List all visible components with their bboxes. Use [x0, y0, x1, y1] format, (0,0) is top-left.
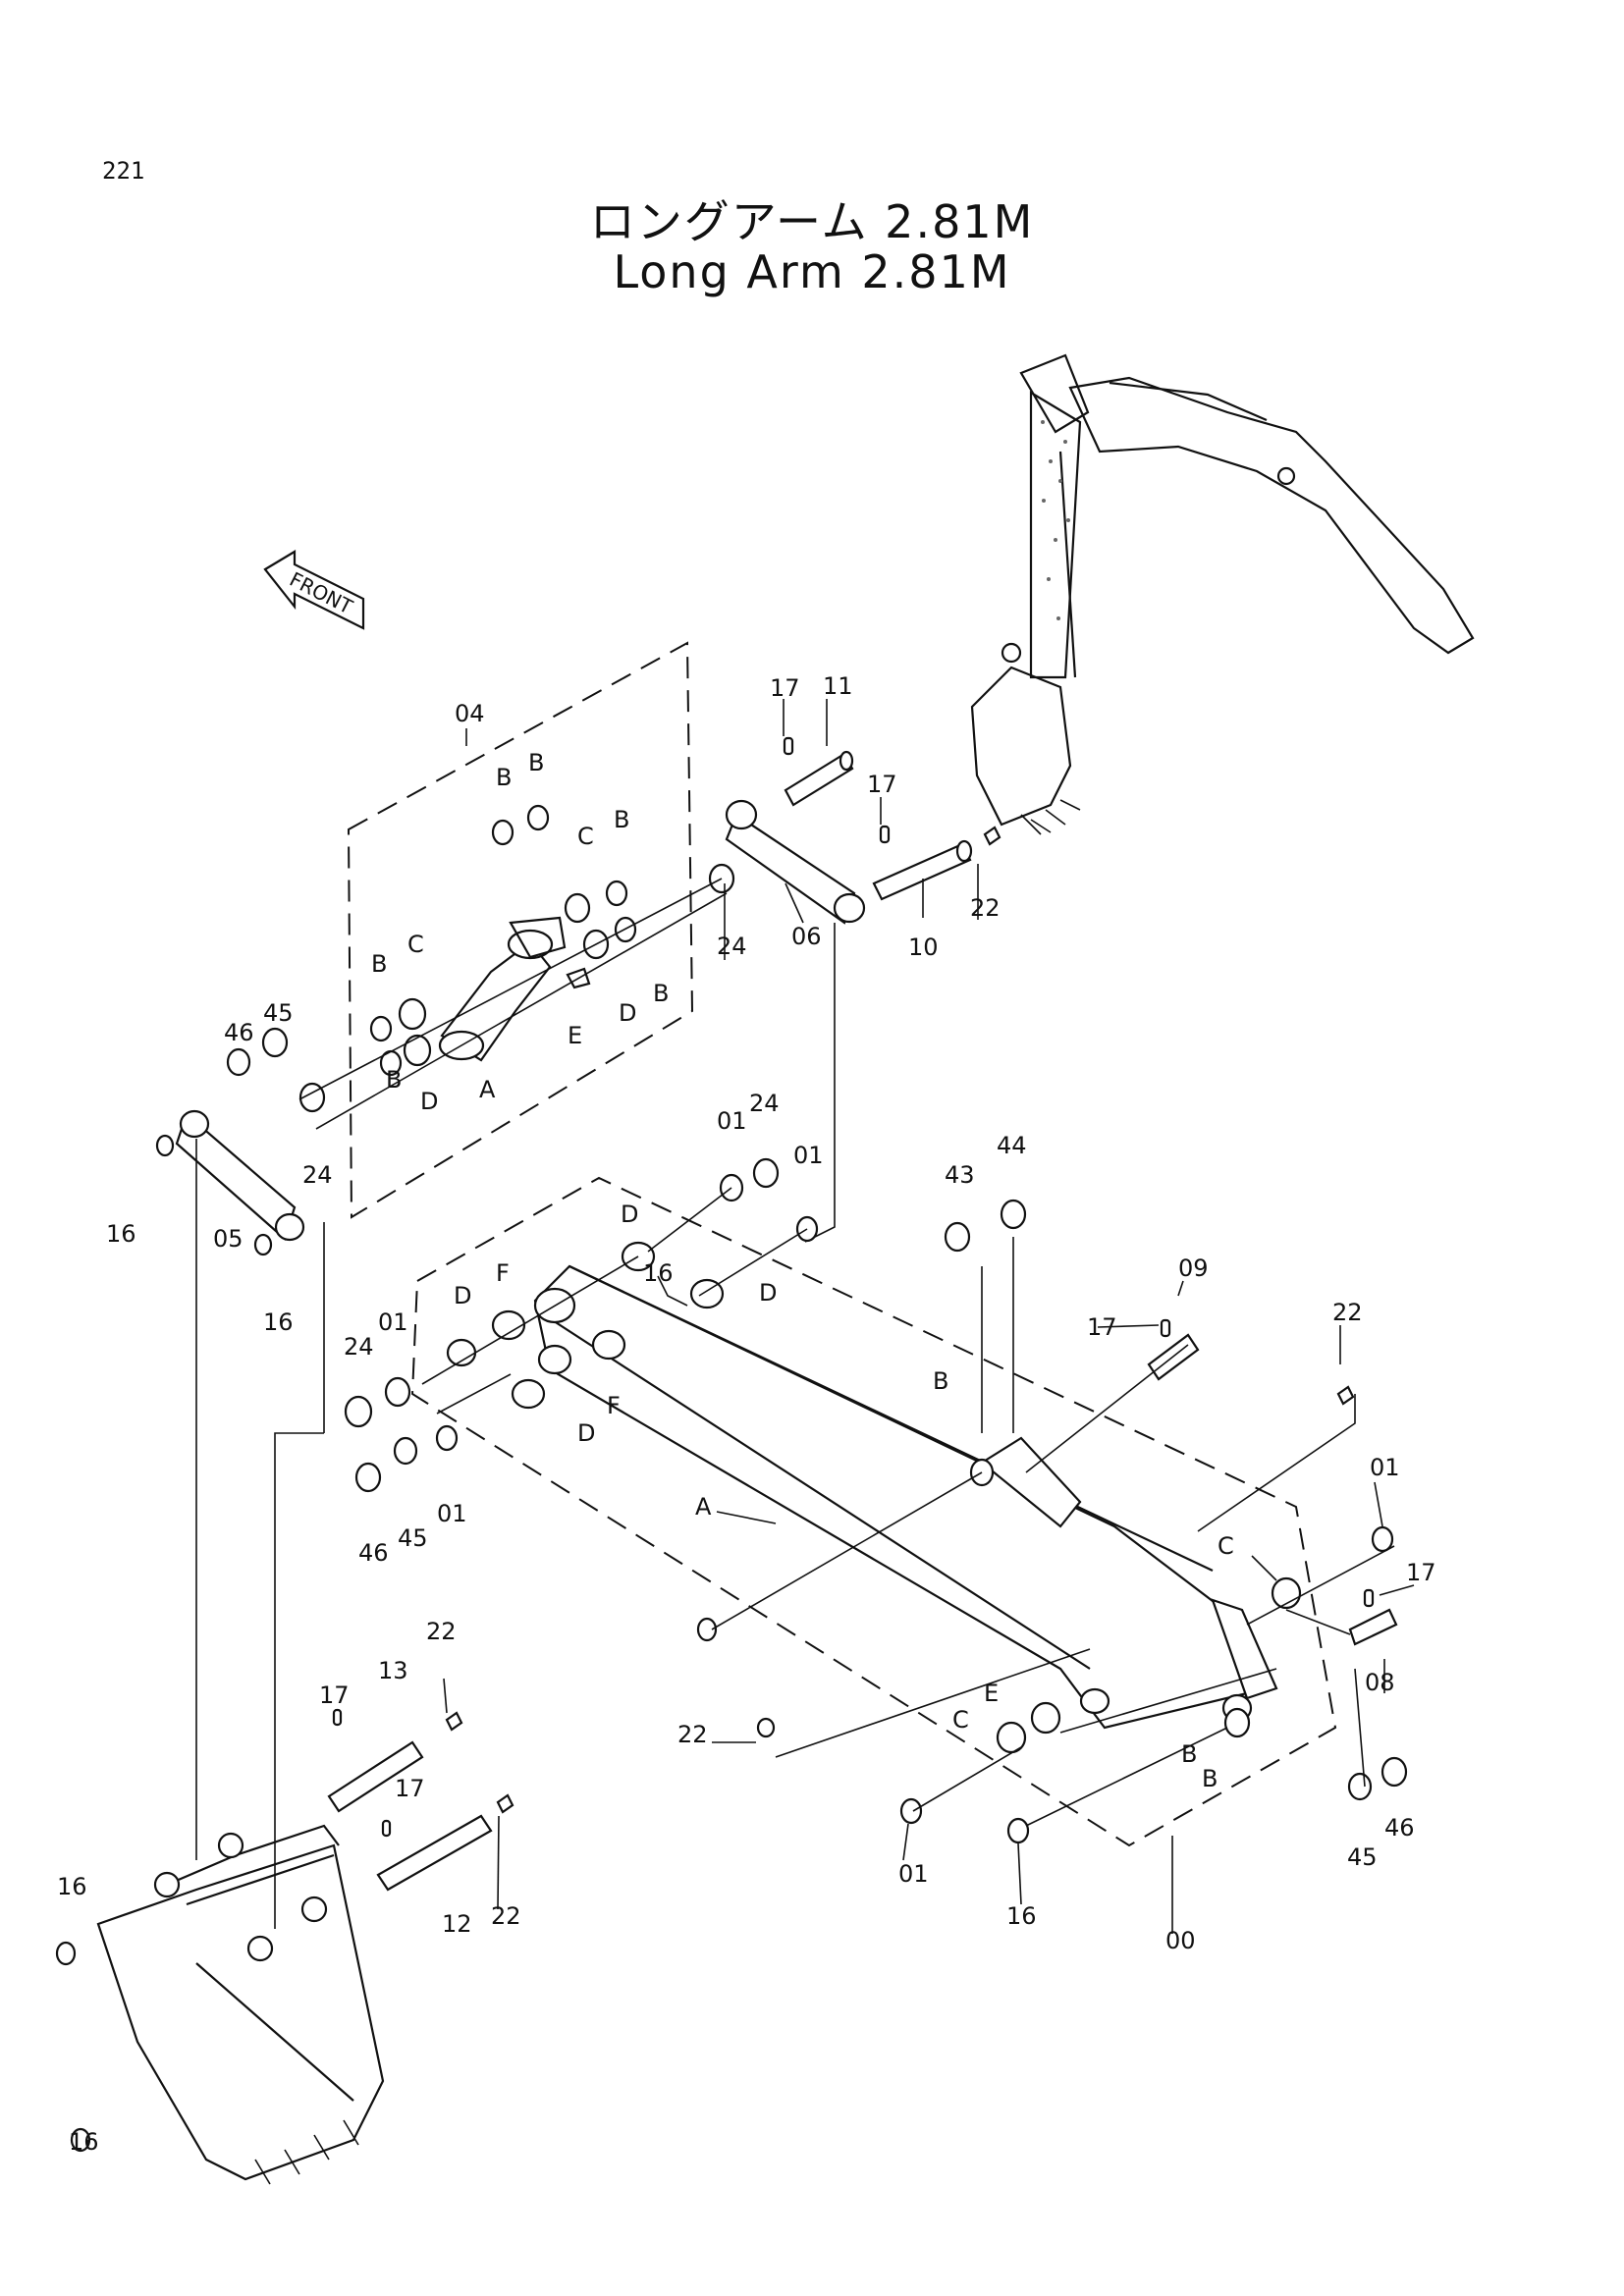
label-D: D [619, 999, 636, 1027]
label-16: 16 [263, 1308, 294, 1336]
title-japanese: ロングアーム 2.81M [589, 195, 1035, 248]
group-box-04 [347, 641, 694, 1219]
label-16: 16 [1006, 1902, 1037, 1930]
label-F: F [607, 1392, 621, 1419]
label-B: B [386, 1066, 402, 1094]
label-B: B [496, 764, 512, 791]
label-22: 22 [426, 1618, 457, 1645]
label-C: C [952, 1706, 969, 1734]
label-C: C [577, 823, 594, 850]
side-link-06 [725, 799, 866, 925]
label-46: 46 [358, 1539, 389, 1567]
label-01: 01 [437, 1500, 467, 1527]
label-12: 12 [442, 1910, 472, 1938]
label-22: 22 [677, 1721, 708, 1748]
front-arrow-icon: FRONT [263, 550, 365, 630]
group-box-00 [410, 1176, 1337, 1847]
label-D: D [621, 1201, 638, 1228]
label-11: 11 [823, 672, 853, 700]
label-01: 01 [378, 1308, 408, 1336]
front-label: FRONT [286, 567, 356, 619]
label-22: 22 [1332, 1299, 1363, 1326]
label-13: 13 [378, 1657, 408, 1684]
label-B: B [1202, 1765, 1218, 1792]
label-04: 04 [455, 700, 485, 727]
label-08: 08 [1365, 1669, 1395, 1696]
label-01: 01 [793, 1142, 824, 1169]
label-D: D [454, 1282, 471, 1309]
label-43: 43 [945, 1161, 975, 1189]
label-16: 16 [106, 1220, 136, 1248]
label-B: B [933, 1367, 948, 1395]
pin-10 [872, 839, 973, 901]
label-17: 17 [770, 674, 800, 702]
label-16: 16 [57, 1873, 87, 1900]
label-45: 45 [398, 1524, 428, 1552]
label-45: 45 [1347, 1843, 1378, 1871]
label-05: 05 [213, 1225, 244, 1253]
label-E: E [984, 1680, 999, 1707]
label-22: 22 [970, 894, 1001, 922]
label-D: D [420, 1088, 438, 1115]
small-parts [55, 736, 1408, 2153]
label-D: D [759, 1279, 777, 1307]
label-B: B [614, 806, 629, 833]
label-F: F [496, 1259, 510, 1287]
label-44: 44 [997, 1132, 1027, 1159]
label-24: 24 [344, 1333, 374, 1361]
label-06: 06 [791, 923, 822, 950]
label-B: B [653, 980, 669, 1007]
label-16: 16 [69, 2128, 99, 2156]
pin-11 [784, 750, 854, 807]
label-C: C [1218, 1532, 1234, 1560]
excavator-overview-illustration [970, 353, 1475, 835]
label-D: D [577, 1419, 595, 1447]
label-46: 46 [1384, 1814, 1415, 1842]
label-C: C [407, 931, 424, 958]
label-01: 01 [898, 1860, 929, 1888]
page-number: 221 [102, 157, 145, 185]
label-10: 10 [908, 934, 939, 961]
label-46: 46 [224, 1019, 254, 1046]
label-00: 00 [1165, 1927, 1196, 1954]
arm-body [533, 1264, 1278, 1730]
label-24: 24 [749, 1090, 780, 1117]
label-01: 01 [1370, 1454, 1400, 1481]
assembly-leader-lines [298, 878, 1395, 1827]
title-english: Long Arm 2.81M [613, 245, 1011, 298]
bucket [96, 1824, 385, 2185]
label-22: 22 [491, 1902, 521, 1930]
label-17: 17 [319, 1682, 350, 1709]
label-B: B [528, 749, 544, 776]
label-17: 17 [395, 1775, 425, 1802]
label-45: 45 [263, 999, 294, 1027]
label-17: 17 [1406, 1559, 1436, 1586]
callout-labels: 16 16 16 16 16 16 05 06 04 10 11 17 17 1… [57, 672, 1436, 2156]
label-16: 16 [643, 1259, 674, 1287]
side-link-05 [175, 1109, 305, 1242]
label-01: 01 [717, 1107, 747, 1135]
label-A: A [479, 1076, 496, 1103]
label-B: B [371, 950, 387, 978]
label-17: 17 [867, 771, 897, 798]
label-A: A [695, 1493, 712, 1521]
label-E: E [568, 1022, 582, 1049]
label-24: 24 [717, 933, 747, 960]
bucket-link [438, 916, 567, 1062]
label-24: 24 [302, 1161, 333, 1189]
label-B: B [1181, 1740, 1197, 1768]
label-09: 09 [1178, 1255, 1209, 1282]
